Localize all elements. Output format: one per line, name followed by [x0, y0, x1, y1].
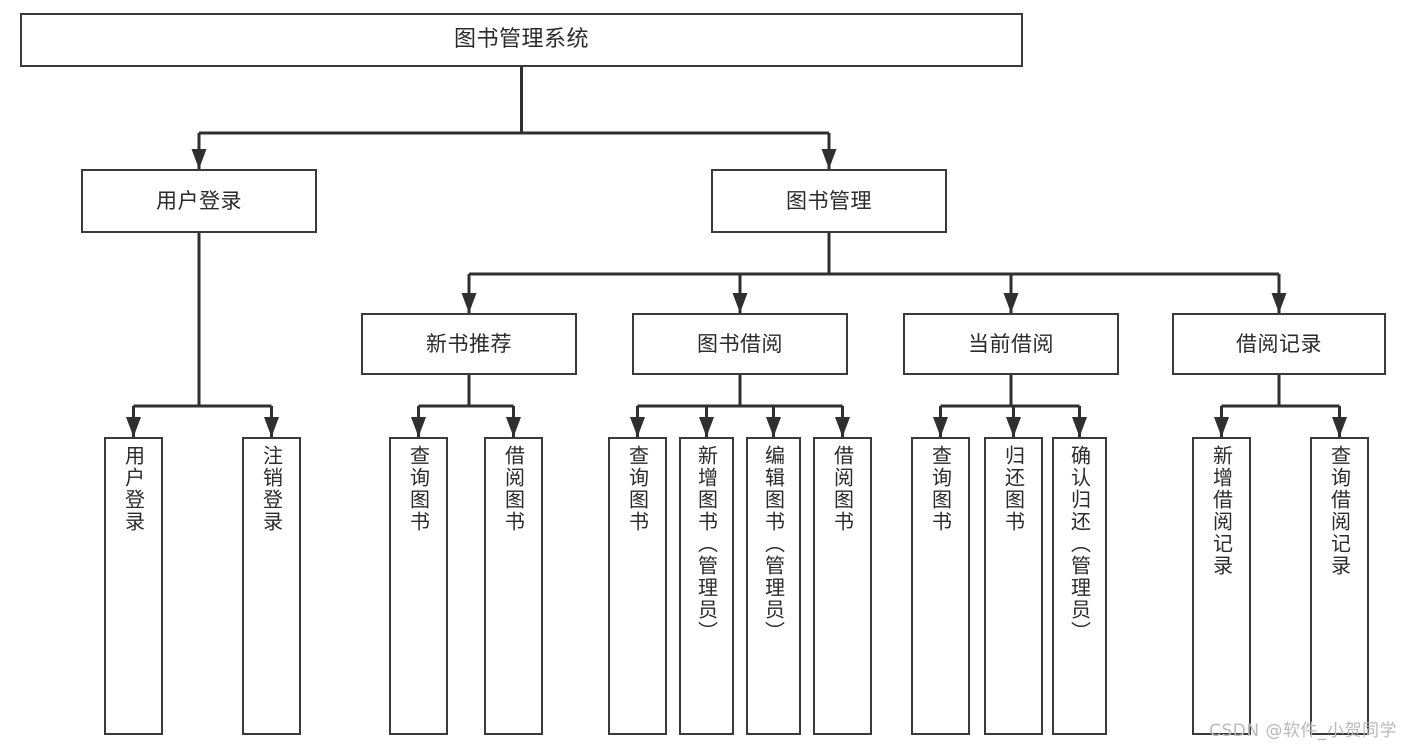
node-leaf-borrow-book-1[interactable]: 借阅图书: [484, 437, 543, 735]
node-leaf-query-book-1[interactable]: 查询图书: [389, 437, 448, 735]
node-label: 图书管理: [786, 188, 872, 213]
node-label: 借阅图书: [501, 445, 526, 533]
node-current-borrow[interactable]: 当前借阅: [903, 313, 1119, 375]
node-book-manage[interactable]: 图书管理: [711, 169, 947, 233]
node-label: 查询图书: [406, 445, 431, 533]
node-label: 图书管理系统: [453, 27, 589, 53]
node-label: 当前借阅: [968, 331, 1054, 356]
node-label: 查询图书: [625, 445, 650, 533]
node-leaf-query-book-3[interactable]: 查询图书: [911, 437, 970, 735]
node-label: 归还图书: [1001, 445, 1026, 533]
node-label: 查询借阅记录: [1327, 445, 1352, 577]
node-label: 用户登录: [156, 188, 242, 213]
node-book-borrow[interactable]: 图书借阅: [632, 313, 848, 375]
node-leaf-query-book-2[interactable]: 查询图书: [608, 437, 667, 735]
node-label: 图书借阅: [697, 331, 783, 356]
node-label: 新书推荐: [426, 331, 512, 356]
node-leaf-add-record[interactable]: 新增借阅记录: [1192, 437, 1251, 735]
watermark-text: CSDN @软件_小贺同学: [1209, 721, 1397, 741]
node-new-book-recommend[interactable]: 新书推荐: [361, 313, 577, 375]
node-root-system[interactable]: 图书管理系统: [20, 13, 1023, 67]
node-leaf-edit-book[interactable]: 编辑图书（管理员）: [746, 437, 801, 735]
node-label: 确认归还（管理员）: [1067, 445, 1092, 643]
node-label: 编辑图书（管理员）: [761, 445, 786, 643]
node-leaf-query-record[interactable]: 查询借阅记录: [1310, 437, 1369, 735]
node-label: 用户登录: [121, 445, 146, 533]
node-label: 注销登录: [259, 445, 284, 533]
node-leaf-return-book[interactable]: 归还图书: [984, 437, 1043, 735]
node-label: 借阅记录: [1236, 331, 1322, 356]
node-label: 新增图书（管理员）: [694, 445, 719, 643]
node-borrow-record[interactable]: 借阅记录: [1172, 313, 1386, 375]
node-label: 新增借阅记录: [1209, 445, 1234, 577]
node-leaf-confirm-return[interactable]: 确认归还（管理员）: [1052, 437, 1107, 735]
node-leaf-user-login[interactable]: 用户登录: [104, 437, 163, 735]
node-label: 借阅图书: [830, 445, 855, 533]
node-leaf-borrow-book-2[interactable]: 借阅图书: [813, 437, 872, 735]
node-leaf-logout[interactable]: 注销登录: [242, 437, 301, 735]
node-leaf-add-book[interactable]: 新增图书（管理员）: [679, 437, 734, 735]
node-label: 查询图书: [928, 445, 953, 533]
node-user-login[interactable]: 用户登录: [81, 169, 317, 233]
